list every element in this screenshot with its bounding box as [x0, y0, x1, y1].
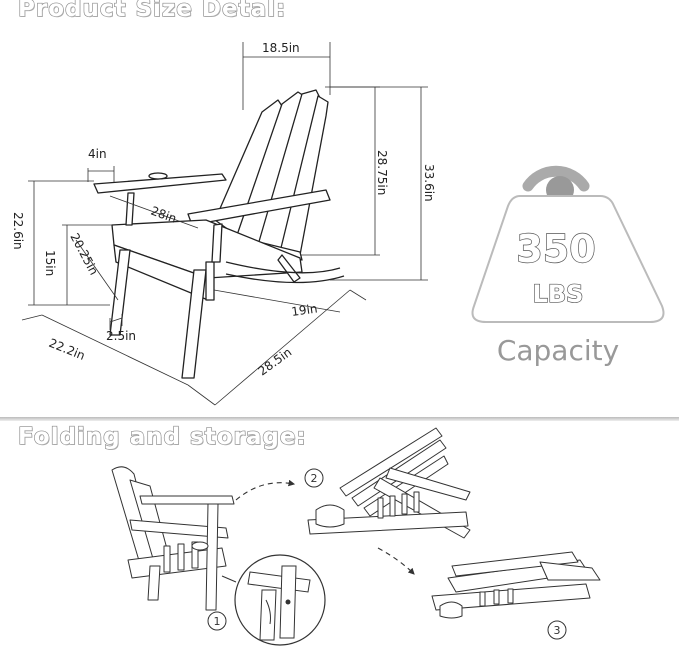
dim-back-width: 18.5in — [262, 41, 300, 55]
fold-step-3-chair — [431, 551, 601, 619]
step-marker-1: 1 — [207, 611, 227, 631]
svg-text:3: 3 — [554, 624, 561, 637]
step-marker-3: 3 — [547, 620, 567, 640]
svg-text:1: 1 — [214, 615, 221, 628]
dim-arm-height: 22.6in — [11, 212, 25, 250]
fold-step-2-chair — [307, 427, 471, 539]
capacity-unit: LBS — [533, 280, 584, 308]
dim-total-width: 22.2in — [47, 336, 87, 363]
dim-armrest-width: 4in — [88, 147, 107, 161]
product-size-heading: Product Size Detal: — [17, 0, 287, 23]
capacity-label: Capacity — [497, 334, 619, 367]
dimension-lines — [21, 42, 428, 406]
chair-drawing — [93, 89, 345, 379]
svg-text:2: 2 — [311, 472, 318, 485]
fold-step-1-chair — [111, 466, 235, 611]
dim-total-height: 33.6in — [422, 164, 436, 202]
folding-storage-heading: Folding and storage: — [17, 423, 307, 450]
dim-total-depth: 28.5in — [256, 345, 295, 378]
weight-capacity-icon: 350 LBS — [471, 165, 665, 323]
dim-seat-width: 19in — [290, 301, 318, 319]
section-divider — [0, 417, 679, 421]
hinge-detail-callout — [221, 554, 326, 646]
step-marker-2: 2 — [304, 468, 324, 488]
dim-seat-depth: 20.25in — [67, 231, 101, 278]
fold-arrows — [235, 479, 415, 575]
dim-leg-width: 2.5in — [106, 329, 136, 343]
dim-seat-height: 15in — [43, 250, 57, 276]
capacity-number: 350 — [516, 227, 595, 271]
dim-back-height: 28.75in — [375, 150, 389, 195]
